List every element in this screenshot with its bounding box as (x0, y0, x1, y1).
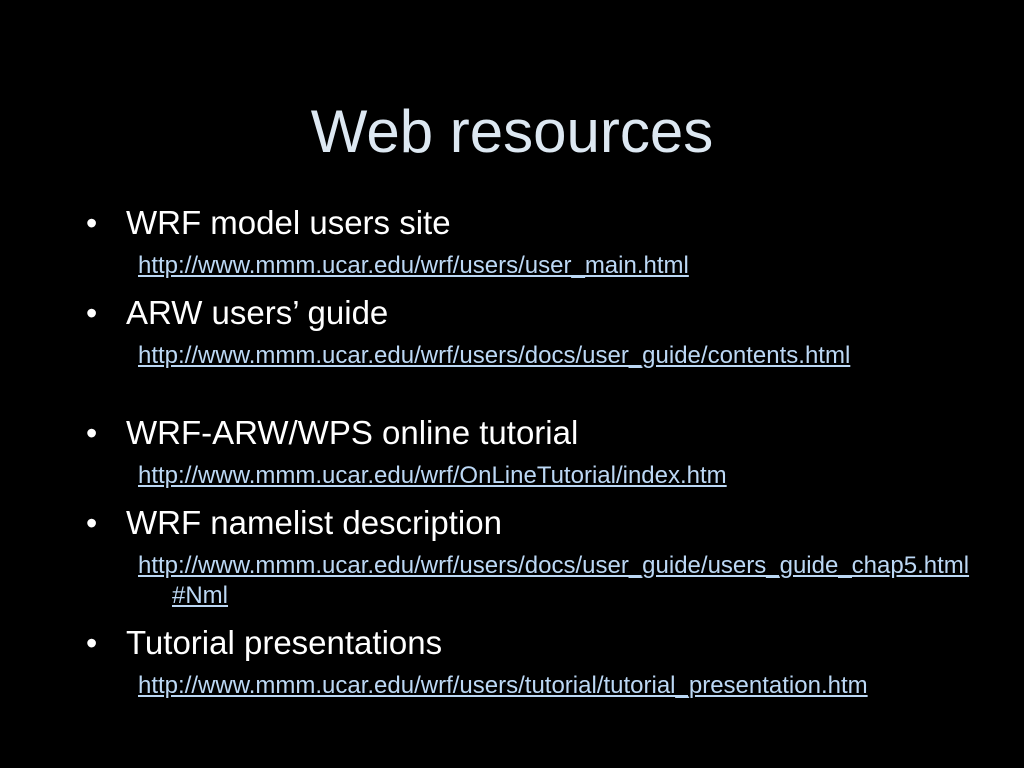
item-label: ARW users’ guide (126, 294, 389, 331)
item-label: WRF-ARW/WPS online tutorial (126, 414, 579, 451)
bullet-icon: • (86, 295, 98, 331)
link-wrf-users-site[interactable]: http://www.mmm.ucar.edu/wrf/users/user_m… (138, 252, 689, 279)
item-label: WRF namelist description (126, 504, 502, 541)
link-tutorial-presentations[interactable]: http://www.mmm.ucar.edu/wrf/users/tutori… (138, 672, 868, 699)
link-arw-users-guide[interactable]: http://www.mmm.ucar.edu/wrf/users/docs/u… (138, 342, 851, 369)
link-namelist-description[interactable]: http://www.mmm.ucar.edu/wrf/users/docs/u… (138, 552, 970, 609)
bullet-icon: • (86, 205, 98, 241)
bullet-icon: • (86, 625, 98, 661)
slide-title: Web resources (310, 98, 714, 165)
bullet-icon: • (86, 415, 98, 451)
bullet-icon: • (86, 505, 98, 541)
item-label: WRF model users site (126, 204, 451, 241)
item-label: Tutorial presentations (126, 624, 443, 661)
link-online-tutorial[interactable]: http://www.mmm.ucar.edu/wrf/OnLineTutori… (138, 462, 727, 489)
